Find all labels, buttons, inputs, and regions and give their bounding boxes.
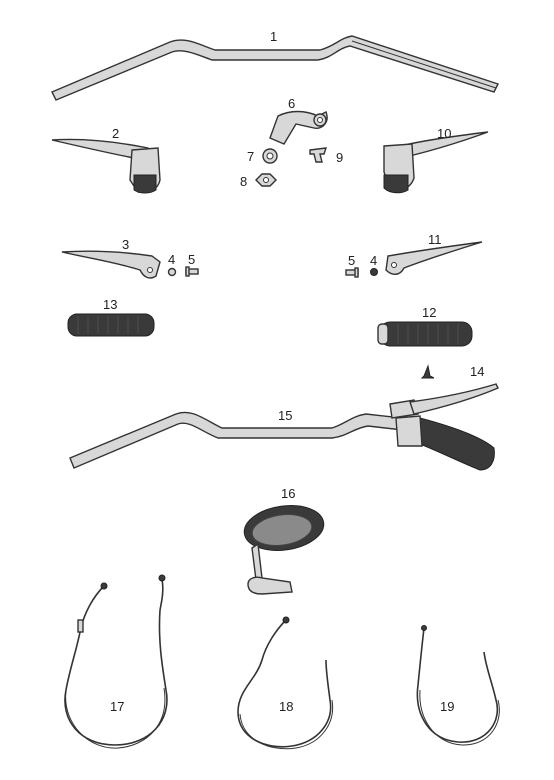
nut xyxy=(255,173,277,187)
label-4a: 4 xyxy=(168,252,175,267)
label-12: 12 xyxy=(422,305,436,320)
label-7: 7 xyxy=(247,149,254,164)
grip-left xyxy=(67,313,155,337)
small-fitting xyxy=(420,364,435,379)
small-screw-left xyxy=(185,266,199,277)
label-18: 18 xyxy=(279,699,293,714)
label-19: 19 xyxy=(440,699,454,714)
label-9: 9 xyxy=(336,150,343,165)
label-16: 16 xyxy=(281,486,295,501)
label-8: 8 xyxy=(240,174,247,189)
grip-right xyxy=(377,321,473,347)
screw-9 xyxy=(309,147,328,163)
handlebar-assembled xyxy=(69,383,499,471)
label-3: 3 xyxy=(122,237,129,252)
cable-19 xyxy=(416,625,500,746)
label-15: 15 xyxy=(278,408,292,423)
label-5b: 5 xyxy=(348,253,355,268)
label-6: 6 xyxy=(288,96,295,111)
lever-left-small xyxy=(61,250,161,279)
label-13: 13 xyxy=(103,297,117,312)
lever-right-small xyxy=(385,241,483,275)
label-1: 1 xyxy=(270,29,277,44)
label-17: 17 xyxy=(110,699,124,714)
small-nut-left xyxy=(167,267,177,277)
label-4b: 4 xyxy=(370,253,377,268)
cable-18 xyxy=(237,616,334,750)
bracket xyxy=(269,110,328,145)
label-5a: 5 xyxy=(188,252,195,267)
mirror xyxy=(243,505,325,595)
cable-17 xyxy=(64,574,168,749)
lever-left-clamp xyxy=(51,138,161,194)
small-screw-right xyxy=(345,267,359,278)
lever-right-clamp xyxy=(383,131,489,194)
label-11: 11 xyxy=(428,232,442,247)
small-nut-right xyxy=(370,268,378,276)
label-2: 2 xyxy=(112,126,119,141)
washer xyxy=(262,148,278,164)
label-14: 14 xyxy=(470,364,484,379)
label-10: 10 xyxy=(437,126,451,141)
handlebar-upper xyxy=(51,35,499,101)
